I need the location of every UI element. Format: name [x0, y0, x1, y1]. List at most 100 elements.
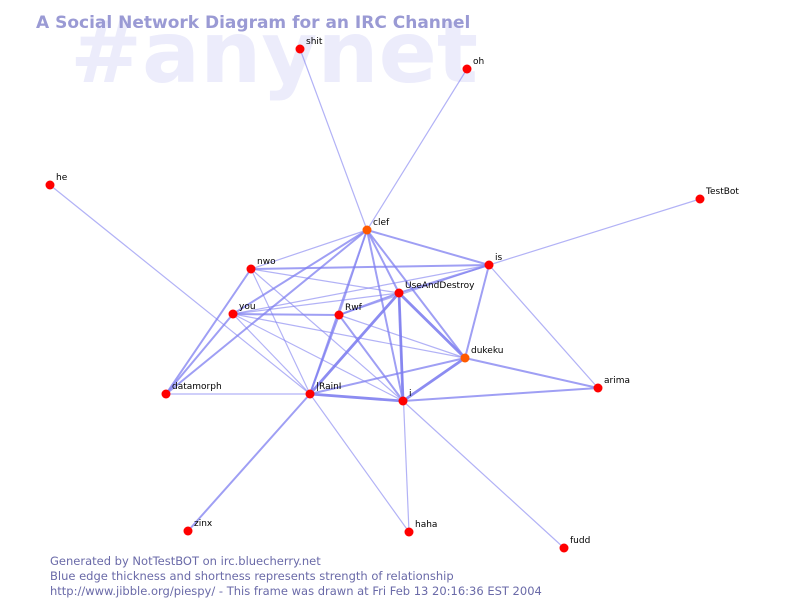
edge-UseAndDestroy-dukeku: [397, 291, 467, 360]
edge-i-arima: [402, 387, 599, 402]
edge-you-i: [232, 313, 404, 402]
node-label: |RainI: [316, 382, 341, 392]
node-dot[interactable]: [559, 543, 569, 553]
node-label: dukeku: [471, 346, 503, 356]
node-dot[interactable]: [183, 526, 193, 536]
edge-clef-dukeku: [366, 229, 466, 359]
edge-IRainI-haha: [309, 393, 410, 533]
edge-you-dukeku: [232, 313, 466, 359]
edge-IRainI-zinx: [187, 393, 311, 532]
edge-Rwf-IRainI: [309, 314, 340, 395]
edge-dukeku-IRainI: [309, 357, 466, 395]
node-label: he: [56, 173, 68, 183]
node-label: TestBot: [705, 187, 739, 197]
channel-watermark: #anynet: [70, 3, 478, 103]
node-datamorph[interactable]: datamorph: [161, 382, 222, 399]
node-useanddestroy[interactable]: UseAndDestroy: [394, 281, 476, 298]
node-label: is: [495, 253, 503, 263]
edge-nwo-IRainI: [250, 268, 311, 395]
node-dot[interactable]: [484, 260, 494, 270]
node-iraini[interactable]: |RainI: [305, 382, 342, 399]
node-label: clef: [373, 218, 390, 228]
diagram-title: A Social Network Diagram for an IRC Chan…: [36, 13, 470, 33]
edge-dukeku-i: [401, 356, 467, 403]
edge-UseAndDestroy-you: [232, 292, 400, 315]
node-dot[interactable]: [295, 44, 305, 54]
node-label: arima: [604, 376, 630, 386]
footer-legend: Blue edge thickness and shortness repres…: [50, 569, 454, 583]
edge-clef-UseAndDestroy: [366, 229, 400, 294]
edge-clef-nwo: [250, 229, 368, 270]
edge-clef-i: [366, 229, 404, 402]
node-haha[interactable]: haha: [404, 520, 438, 537]
node-dot[interactable]: [695, 194, 705, 204]
node-rwf[interactable]: Rwf: [334, 303, 363, 320]
edge-is-arima: [488, 264, 599, 389]
node-label: zinx: [194, 519, 213, 529]
node-fudd[interactable]: fudd: [559, 536, 591, 553]
node-label: UseAndDestroy: [405, 281, 475, 291]
node-label: fudd: [570, 536, 590, 546]
node-nwo[interactable]: nwo: [246, 257, 277, 274]
node-dot[interactable]: [462, 64, 472, 74]
node-he[interactable]: he: [45, 173, 68, 190]
node-zinx[interactable]: zinx: [183, 519, 213, 536]
node-label: shit: [306, 37, 323, 47]
footer-link: http://www.jibble.org/piespy/ - This fra…: [50, 584, 542, 598]
edge-he-IRainI: [49, 184, 311, 395]
node-i[interactable]: i: [398, 389, 412, 406]
edge-UseAndDestroy-IRainI: [308, 291, 401, 396]
node-label: oh: [473, 57, 484, 67]
node-dot[interactable]: [460, 353, 470, 363]
edge-is-you: [232, 264, 490, 315]
edge-is-dukeku: [464, 264, 490, 359]
node-oh[interactable]: oh: [462, 57, 485, 74]
edge-you-datamorph: [165, 313, 234, 395]
node-label: Rwf: [345, 303, 363, 313]
node-dot[interactable]: [161, 389, 171, 399]
node-dot[interactable]: [362, 225, 372, 235]
node-label: nwo: [257, 257, 276, 267]
node-label: datamorph: [172, 382, 222, 392]
node-dot[interactable]: [45, 180, 55, 190]
edge-UseAndDestroy-Rwf: [338, 292, 400, 316]
node-dot[interactable]: [593, 383, 603, 393]
edge-Rwf-i: [338, 314, 404, 402]
node-arima[interactable]: arima: [593, 376, 631, 393]
edge-dukeku-arima: [464, 357, 599, 389]
edge-IRainI-i: [308, 392, 405, 403]
node-dukeku[interactable]: dukeku: [460, 346, 504, 363]
edge-UseAndDestroy-haha: [398, 292, 410, 533]
node-dot[interactable]: [228, 309, 238, 319]
edge-you-IRainI: [232, 313, 311, 395]
edge-Rwf-dukeku: [338, 314, 466, 359]
node-is[interactable]: is: [484, 253, 503, 270]
node-testbot[interactable]: TestBot: [695, 187, 740, 204]
node-dot[interactable]: [334, 310, 344, 320]
node-shit[interactable]: shit: [295, 37, 323, 54]
edge-clef-datamorph: [165, 229, 368, 395]
edge-you-Rwf: [232, 313, 340, 316]
node-dot[interactable]: [398, 396, 408, 406]
edge-clef-you: [232, 229, 368, 315]
node-dot[interactable]: [404, 527, 414, 537]
node-label: you: [239, 302, 256, 312]
edge-TestBot-is: [488, 198, 701, 266]
node-dot[interactable]: [305, 389, 315, 399]
edge-nwo-datamorph: [165, 268, 252, 395]
node-dot[interactable]: [394, 288, 404, 298]
node-dot[interactable]: [246, 264, 256, 274]
node-clef[interactable]: clef: [362, 218, 390, 235]
node-label: i: [409, 389, 412, 399]
edge-clef-is: [366, 229, 490, 266]
edge-layer: [49, 48, 701, 549]
edge-shit-clef: [299, 48, 368, 231]
node-label: haha: [415, 520, 437, 530]
node-you[interactable]: you: [228, 302, 256, 319]
edge-i-fudd: [402, 400, 565, 549]
edge-nwo-UseAndDestroy: [250, 268, 400, 294]
footer-generated-by: Generated by NotTestBOT on irc.bluecherr…: [50, 554, 321, 568]
edge-oh-clef: [366, 68, 468, 231]
